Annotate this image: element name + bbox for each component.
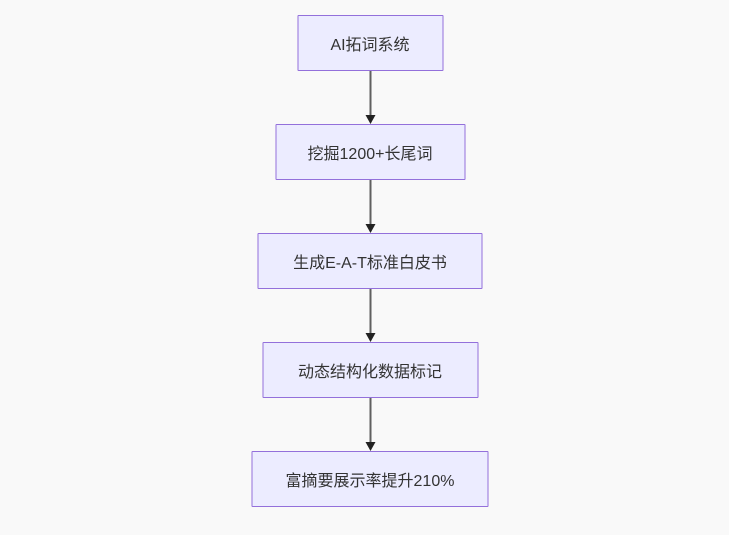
flow-node-longtail-mining: 挖掘1200+长尾词 [275,124,465,180]
arrowhead-down-icon [365,115,375,124]
flow-node-label: AI拓词系统 [330,37,410,54]
flow-node-ai-keyword-system: AI拓词系统 [297,15,443,71]
flow-node-label: 动态结构化数据标记 [297,364,442,381]
edge-line [369,71,371,116]
flow-node-rich-snippet-uplift: 富摘要展示率提升210% [251,451,489,507]
flow-node-label: 生成E-A-T标准白皮书 [293,255,447,272]
flowchart: AI拓词系统 挖掘1200+长尾词 生成E-A-T标准白皮书 动态结构化数据标记 [251,15,489,507]
flow-node-label: 富摘要展示率提升210% [285,473,455,490]
flow-node-label: 挖掘1200+长尾词 [307,146,433,163]
arrowhead-down-icon [365,333,375,342]
edge-line [369,289,371,334]
flow-edge-3 [365,289,375,342]
flow-edge-4 [365,398,375,451]
flow-edge-1 [365,71,375,124]
edge-line [369,180,371,225]
arrowhead-down-icon [365,442,375,451]
flow-edge-2 [365,180,375,233]
edge-line [369,398,371,443]
flow-node-structured-data-markup: 动态结构化数据标记 [262,342,478,398]
arrowhead-down-icon [365,224,375,233]
flow-node-eat-whitepaper: 生成E-A-T标准白皮书 [257,233,483,289]
